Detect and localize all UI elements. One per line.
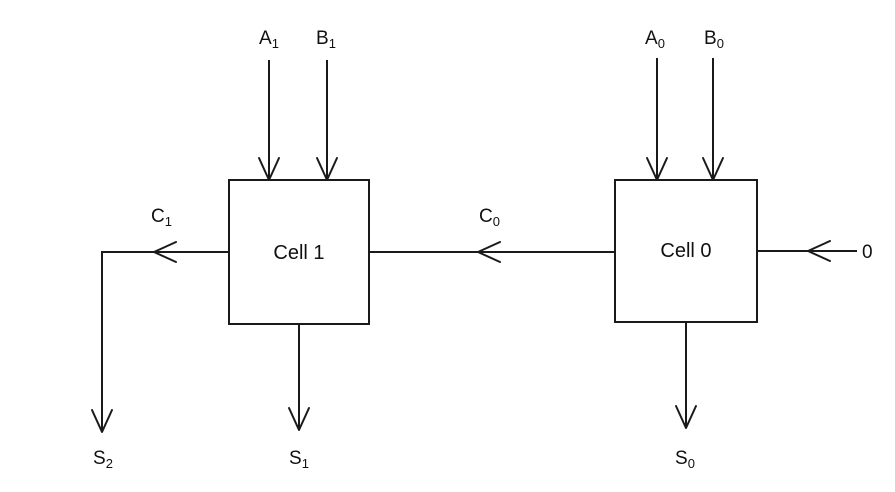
cell-1-label: Cell 1 xyxy=(273,242,324,264)
svg-text:B1: B1 xyxy=(316,28,336,51)
b0-input-wire xyxy=(702,58,724,181)
svg-text:C1: C1 xyxy=(151,206,172,229)
svg-text:B0: B0 xyxy=(704,28,724,51)
label-carry-in: 0 xyxy=(862,242,873,263)
svg-text:S0: S0 xyxy=(675,448,695,471)
svg-text:A1: A1 xyxy=(259,28,279,51)
s1-output-wire xyxy=(288,324,310,431)
label-s2: S2 xyxy=(93,448,113,471)
svg-text:A0: A0 xyxy=(645,28,665,51)
label-b1: B1 xyxy=(316,28,336,51)
svg-text:C0: C0 xyxy=(479,206,500,229)
a0-input-wire xyxy=(646,58,668,181)
label-s1: S1 xyxy=(289,448,309,471)
svg-text:S1: S1 xyxy=(289,448,309,471)
s0-output-wire xyxy=(675,322,697,429)
svg-text:S2: S2 xyxy=(93,448,113,471)
label-b0: B0 xyxy=(704,28,724,51)
b1-input-wire xyxy=(316,60,338,181)
label-a0: A0 xyxy=(645,28,665,51)
label-c1: C1 xyxy=(151,206,172,229)
c0-carry-wire xyxy=(369,241,615,263)
cell-1-block xyxy=(228,179,370,325)
a1-input-wire xyxy=(258,60,280,181)
cell-0-block xyxy=(614,179,758,323)
c1-carry-wire xyxy=(91,241,229,433)
svg-text:0: 0 xyxy=(862,242,873,263)
cell-0-label: Cell 0 xyxy=(660,240,711,262)
label-a1: A1 xyxy=(259,28,279,51)
carry-in-wire xyxy=(757,240,857,262)
label-s0: S0 xyxy=(675,448,695,471)
label-c0: C0 xyxy=(479,206,500,229)
